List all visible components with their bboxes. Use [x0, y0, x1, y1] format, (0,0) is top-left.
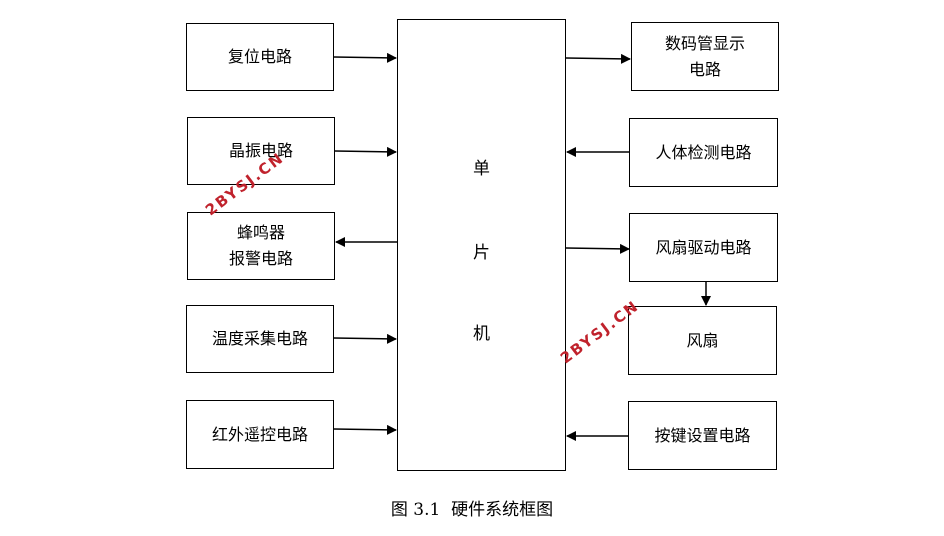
arrow-crystal-to-mcu — [334, 146, 397, 157]
arrow-reset-to-mcu — [333, 52, 397, 63]
mcu-char-2: 片 — [473, 243, 490, 263]
box-label-line1: 数码管显示 — [664, 33, 745, 53]
box-display-circuit: 数码管显示 电路 — [631, 22, 779, 91]
box-label: 晶振电路 — [228, 141, 293, 160]
mcu-char-3: 机 — [473, 324, 490, 344]
arrow-temp-to-mcu — [333, 333, 397, 344]
mcu-block: 单 片 机 — [397, 19, 566, 471]
box-label: 红外遥控电路 — [211, 424, 308, 444]
box-label: 温度采集电路 — [211, 329, 308, 348]
figure-caption: 图 3.1 硬件系统框图 — [390, 500, 554, 520]
box-fan: 风扇 — [628, 306, 777, 375]
box-label-line2: 电路 — [688, 59, 721, 79]
box-label: 复位电路 — [227, 47, 292, 66]
box-key-setting-circuit: 按键设置电路 — [628, 401, 777, 470]
box-buzzer-alarm-circuit: 蜂鸣器 报警电路 — [187, 212, 335, 280]
box-label-line2: 报警电路 — [228, 249, 293, 268]
arrow-ir-to-mcu — [333, 424, 397, 435]
arrow-mcu-to-fan-driver — [565, 243, 630, 254]
box-reset-circuit: 复位电路 — [186, 23, 334, 91]
box-ir-remote-circuit: 红外遥控电路 — [186, 400, 334, 469]
box-temperature-circuit: 温度采集电路 — [186, 305, 334, 373]
box-label-line1: 蜂鸣器 — [236, 223, 285, 242]
box-label: 风扇驱动电路 — [655, 237, 752, 257]
box-label: 风扇 — [686, 330, 719, 350]
box-human-detect-circuit: 人体检测电路 — [629, 118, 778, 187]
mcu-char-1: 单 — [473, 159, 490, 179]
box-label: 人体检测电路 — [655, 142, 752, 162]
arrow-mcu-to-display — [565, 53, 631, 64]
box-fan-driver-circuit: 风扇驱动电路 — [629, 213, 778, 282]
box-label: 按键设置电路 — [654, 425, 751, 445]
box-crystal-circuit: 晶振电路 — [187, 117, 335, 185]
